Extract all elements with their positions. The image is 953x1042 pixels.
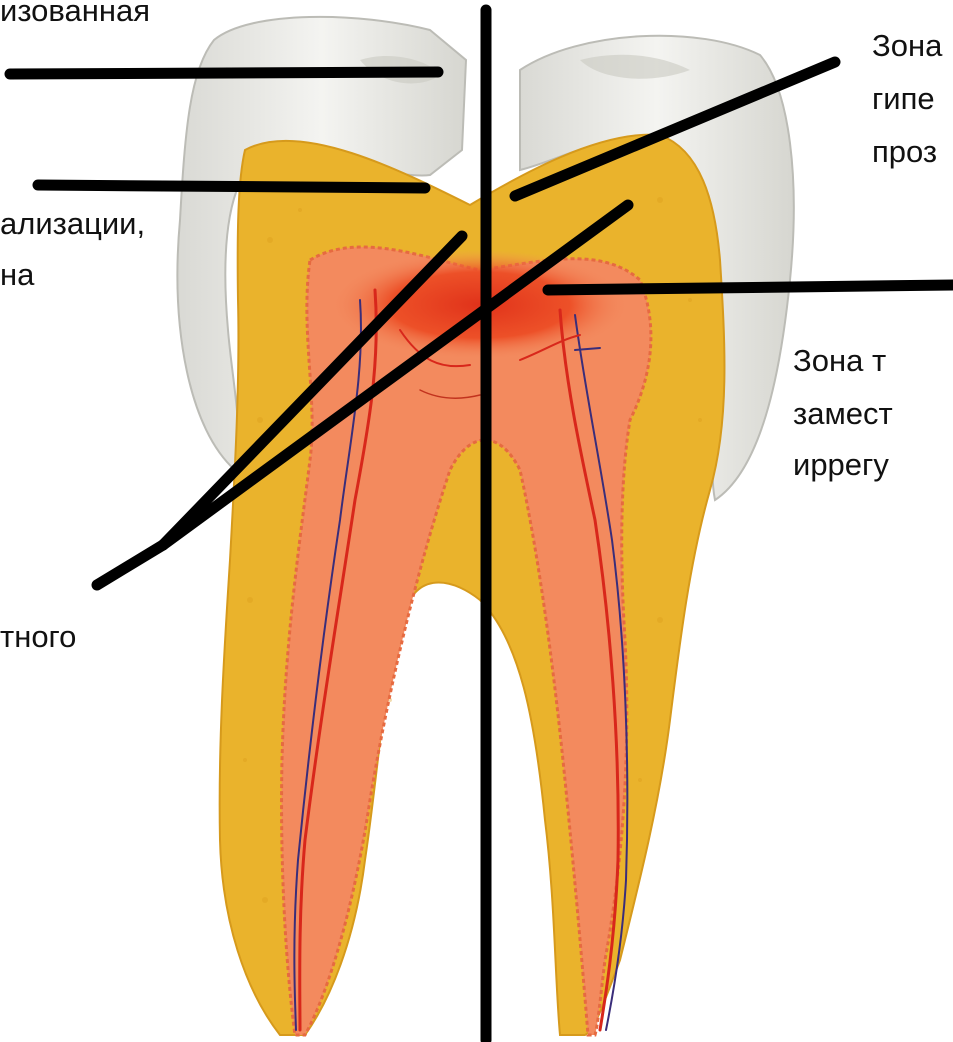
label-mid-right-line2: замест xyxy=(793,395,893,432)
label-top-right-line1: Зона xyxy=(872,27,942,64)
label-mid-right-line1: Зона т xyxy=(793,342,886,379)
label-top-right-line2: гипе xyxy=(872,80,935,117)
pointer-line-4 xyxy=(548,285,953,290)
label-top-left: изованная xyxy=(0,0,150,29)
pointer-lines xyxy=(10,10,953,1040)
label-top-right-line3: проз xyxy=(872,133,937,170)
pointer-line-2 xyxy=(38,185,425,188)
label-bottom-left: тного xyxy=(0,618,76,655)
pointer-line-7 xyxy=(97,545,163,585)
label-mid-right-line3: иррегу xyxy=(793,446,889,483)
pointer-line-1 xyxy=(10,72,438,74)
label-mid-left-line2: на xyxy=(0,256,34,293)
label-mid-left-line1: ализации, xyxy=(0,205,145,242)
